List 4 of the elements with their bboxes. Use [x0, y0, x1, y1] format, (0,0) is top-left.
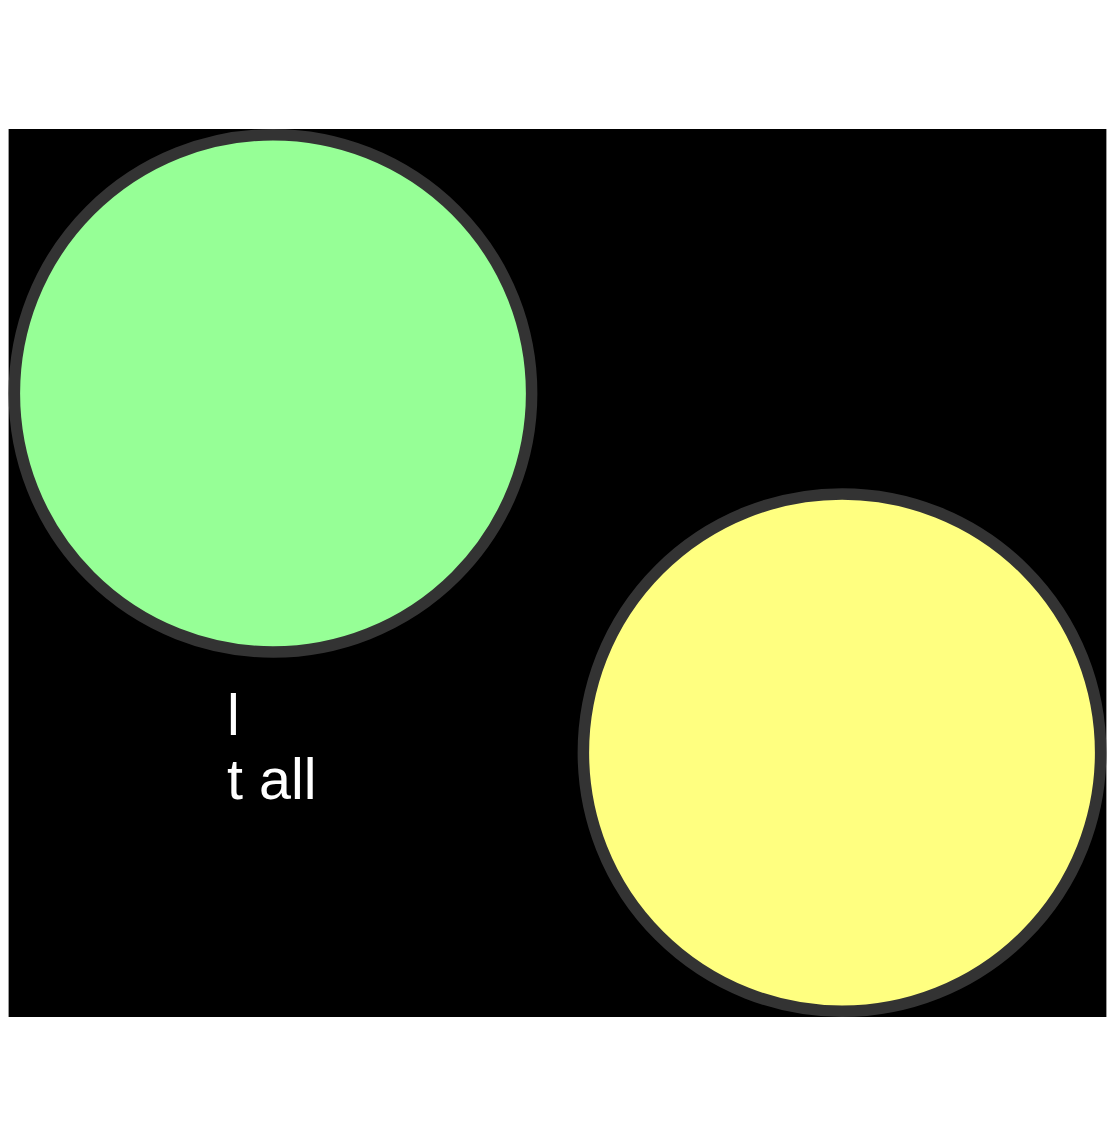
label: l: [227, 683, 240, 748]
label: t all: [227, 746, 317, 811]
node-circle: [8, 129, 538, 658]
node-circle: [577, 488, 1107, 1017]
